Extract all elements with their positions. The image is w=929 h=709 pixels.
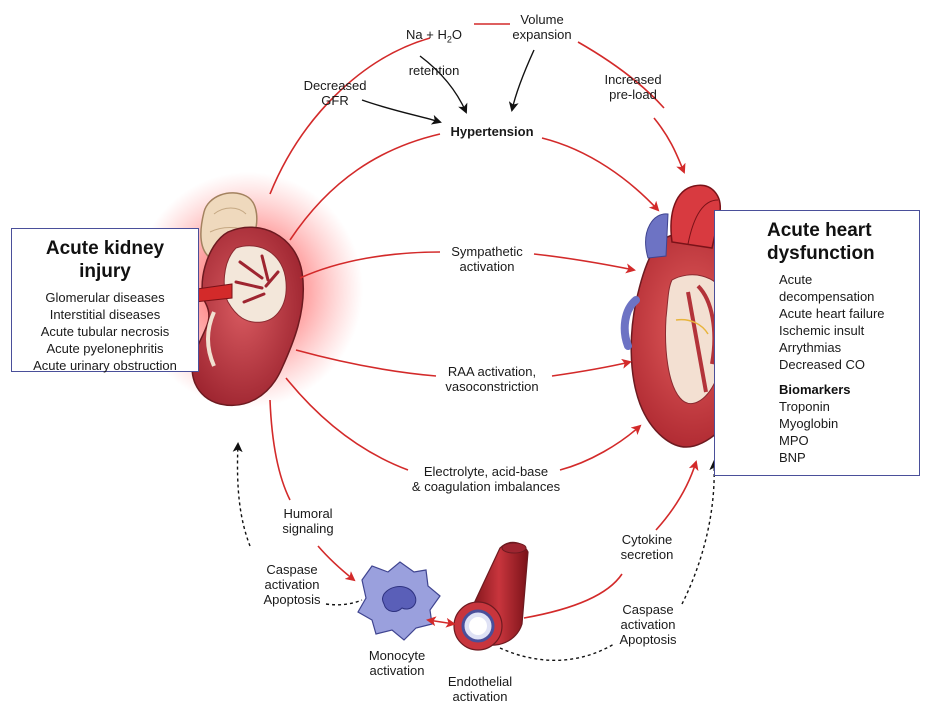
heart-title: Acute heart dysfunction — [767, 219, 911, 265]
label-raa: RAA activation, vasoconstriction — [430, 364, 554, 394]
line-cytokine — [524, 574, 622, 618]
aki-item: Interstitial diseases — [18, 306, 192, 323]
label-electrolyte: Electrolyte, acid-base & coagulation imb… — [406, 464, 566, 494]
monocyte-nucleus — [383, 587, 416, 612]
aorta — [671, 185, 720, 248]
heart-item: Decreased CO — [779, 356, 911, 373]
label-volume-expansion: Volume expansion — [505, 12, 579, 42]
arrow-preload — [654, 118, 684, 172]
label-endothelial: Endothelial activation — [440, 674, 520, 704]
dotted-caspase-right-vessel — [500, 644, 614, 660]
biomarker-item: Troponin — [779, 398, 911, 415]
heart-box: Acute heart dysfunction Acute decompensa… — [714, 210, 920, 476]
heart-item: Ischemic insult — [779, 322, 911, 339]
vena-cava — [646, 214, 668, 258]
heart-item: Acute heart failure — [779, 305, 911, 322]
na-h2o-line2: retention — [409, 63, 460, 78]
label-cytokine: Cytokine secretion — [612, 532, 682, 562]
label-decreased-gfr: Decreased GFR — [300, 78, 370, 108]
biomarkers-title: Biomarkers — [779, 381, 911, 398]
na-h2o-prefix: Na + H — [406, 27, 447, 42]
aki-title: Acute kidney injury — [18, 237, 192, 283]
arrow-cytokine — [656, 462, 696, 530]
na-h2o-suffix: O — [452, 27, 462, 42]
aki-item: Acute tubular necrosis — [18, 323, 192, 340]
arrow-electrolyte — [560, 426, 640, 470]
arrow-raa — [552, 362, 630, 376]
dotted-caspase-left-up — [238, 444, 251, 546]
aki-item: Glomerular diseases — [18, 289, 192, 306]
arrow-sympathetic — [534, 254, 634, 270]
arrow-gfr-hypertension — [362, 100, 440, 122]
dotted-caspase-left-monocyte — [326, 600, 362, 605]
arrow-volume-hypertension — [512, 50, 534, 110]
vessel-illustration — [454, 542, 528, 650]
monocyte-illustration — [358, 562, 440, 640]
heart-item: Arrythmias — [779, 339, 911, 356]
label-caspase-left: Caspase activation Apoptosis — [254, 562, 330, 607]
label-sympathetic: Sympathetic activation — [440, 244, 534, 274]
aki-item: Acute pyelonephritis — [18, 340, 192, 357]
aki-list: Glomerular diseases Interstitial disease… — [18, 289, 192, 374]
line-humoral — [270, 400, 290, 500]
biomarker-item: MPO — [779, 432, 911, 449]
label-humoral: Humoral signaling — [276, 506, 340, 536]
label-increased-preload: Increased pre-load — [598, 72, 668, 102]
aki-box: Acute kidney injury Glomerular diseases … — [11, 228, 199, 372]
biomarker-item: BNP — [779, 449, 911, 466]
arrow-hypertension-heart — [542, 138, 658, 210]
label-caspase-right: Caspase activation Apoptosis — [610, 602, 686, 647]
label-monocyte: Monocyte activation — [360, 648, 434, 678]
aki-item: Acute urinary obstruction — [18, 357, 192, 374]
label-na-h2o-retention: Na + H2O retention — [394, 12, 474, 78]
label-hypertension: Hypertension — [440, 124, 544, 139]
biomarkers-list: Troponin Myoglobin MPO BNP — [779, 398, 911, 466]
heart-item: Acute decompensation — [779, 271, 911, 305]
heart-list: Acute decompensation Acute heart failure… — [779, 271, 911, 373]
biomarker-item: Myoglobin — [779, 415, 911, 432]
